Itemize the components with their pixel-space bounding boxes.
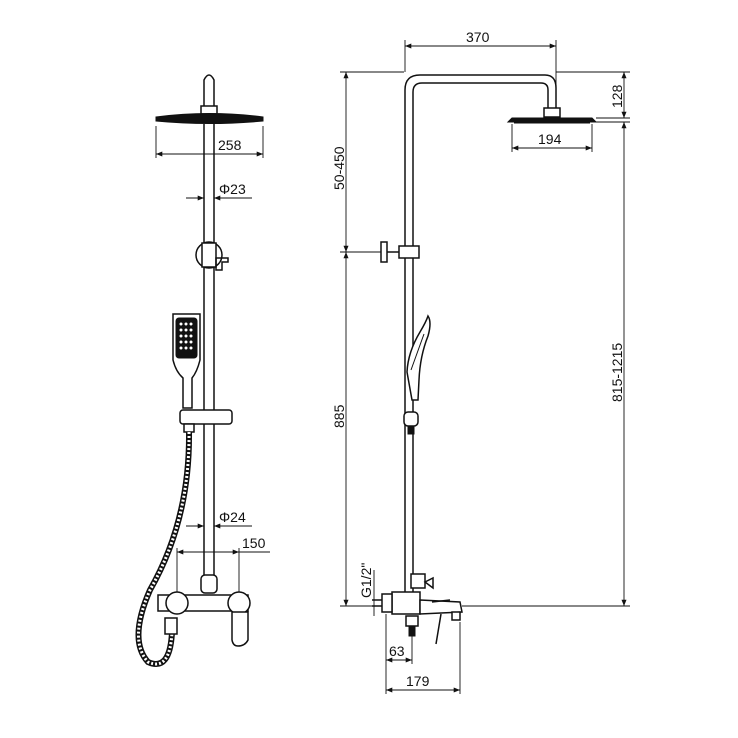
dim-adjust-range: 50-450: [331, 146, 347, 190]
dim-pipe-diameter-lower: Φ24: [219, 509, 246, 525]
side-head-connector: [543, 107, 561, 118]
front-hose: [135, 431, 193, 667]
dim-total-range: 815-1215: [609, 343, 625, 402]
front-view: 258 Φ23 Φ24 150: [135, 74, 270, 667]
front-diverter-ring: [195, 241, 223, 269]
side-spout: [419, 599, 463, 615]
front-hand-shower-nozzles: [179, 322, 193, 350]
side-mixer-top: [410, 573, 426, 589]
front-diverter-knob: [215, 257, 229, 271]
front-top-arm: [203, 74, 215, 110]
side-mixer-body: [391, 591, 421, 615]
front-inlet-left: [165, 591, 189, 615]
side-wall-flange: [381, 593, 393, 613]
dim-thread: G1/2": [358, 563, 374, 598]
side-slide-bracket: [403, 411, 419, 427]
dim-pipe-diameter-upper: Φ23: [219, 181, 246, 197]
front-lever: [231, 611, 249, 647]
front-mixer-valve: [200, 574, 218, 594]
side-view: 370 128 194 815-1215 50-450 885 G1/2" 63: [331, 29, 630, 694]
side-riser-inner: [412, 82, 549, 600]
side-bottom-outlet: [405, 615, 419, 627]
side-inlet-thread: [372, 599, 382, 607]
front-head-connector: [200, 105, 218, 115]
dim-top-width: 370: [466, 29, 490, 45]
dim-head-depth: 128: [609, 84, 625, 108]
dim-wall-offset: 63: [389, 643, 405, 659]
side-riser-outer: [404, 74, 557, 600]
side-diverter-body: [398, 245, 420, 259]
dim-mixer-height: 885: [331, 404, 347, 428]
side-hand-shower: [406, 314, 431, 401]
side-lever: [431, 599, 451, 645]
dim-inlet-spacing: 150: [242, 535, 266, 551]
side-rain-head: [506, 117, 598, 123]
front-inlet-right: [227, 591, 251, 615]
dim-spout-length: 179: [406, 673, 430, 689]
front-rain-head: [155, 113, 264, 124]
dim-head-diameter-side: 194: [538, 131, 562, 147]
dim-head-diameter-front: 258: [218, 137, 242, 153]
front-slide-bracket: [179, 409, 233, 425]
